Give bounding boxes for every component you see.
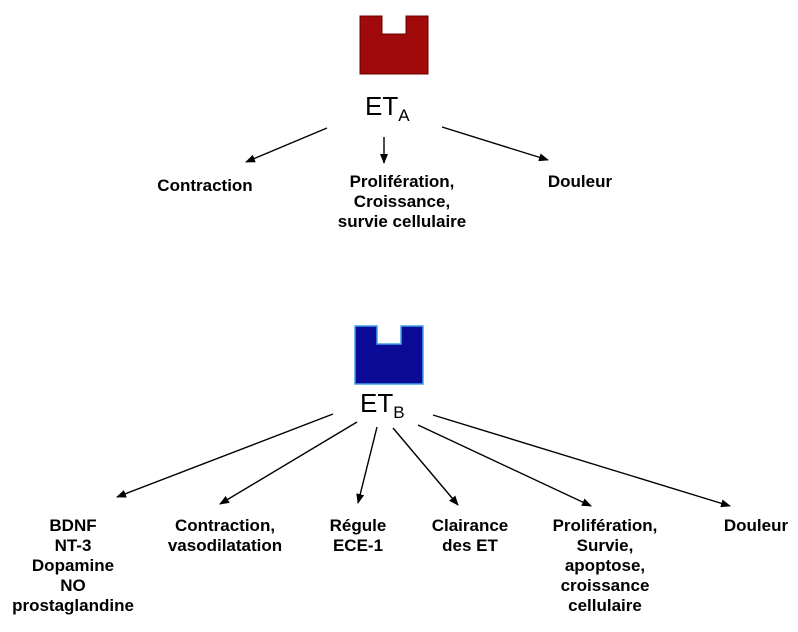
arrow-b-regule <box>356 426 378 504</box>
effect-a-proliferation-line3: survie cellulaire <box>337 212 467 231</box>
effect-b-bdnf-line2: NT-3 <box>54 536 92 555</box>
receptor-b-label: ETB <box>360 388 405 423</box>
effect-b-regule-line2: ECE-1 <box>332 536 384 555</box>
effect-b-proliferation: Prolifération, Survie, apoptose, croissa… <box>540 516 670 616</box>
effect-a-proliferation-line1: Prolifération, <box>349 172 455 191</box>
effect-b-douleur-line1: Douleur <box>723 516 789 535</box>
arrow-b-bdnf <box>116 413 334 498</box>
receptor-a-label: ETA <box>365 91 410 126</box>
effect-b-bdnf-line5: prostaglandine <box>12 596 134 615</box>
arrow-b-proliferation <box>417 424 592 507</box>
effect-b-contraction-line1: Contraction, <box>174 516 276 535</box>
effect-a-proliferation-line2: Croissance, <box>353 192 451 211</box>
effect-b-proliferation-line1: Prolifération, <box>552 516 658 535</box>
arrow-b-clairance <box>392 427 459 506</box>
receptor-b-label-sub: B <box>393 403 405 422</box>
effect-b-clairance: Clairance des ET <box>425 516 515 556</box>
effect-b-proliferation-line4: croissance <box>560 576 650 595</box>
effect-a-douleur: Douleur <box>540 172 620 192</box>
effect-b-contraction: Contraction, vasodilatation <box>155 516 295 556</box>
effect-b-proliferation-line3: apoptose, <box>564 556 646 575</box>
effect-b-douleur: Douleur <box>716 516 796 536</box>
effect-b-bdnf-line3: Dopamine <box>31 556 115 575</box>
effect-b-bdnf-line4: NO <box>60 576 86 595</box>
effect-a-contraction-line1: Contraction <box>157 176 253 195</box>
effect-b-regule: Régule ECE-1 <box>318 516 398 556</box>
arrow-a-douleur <box>441 126 549 162</box>
receptor-a-label-main: ET <box>365 91 399 121</box>
effect-b-proliferation-line5: cellulaire <box>568 596 642 615</box>
effect-a-proliferation: Prolifération, Croissance, survie cellul… <box>322 172 482 232</box>
effect-b-clairance-line1: Clairance <box>431 516 509 535</box>
effect-b-bdnf: BDNF NT-3 Dopamine NO prostaglandine <box>8 516 138 616</box>
effect-b-regule-line1: Régule <box>329 516 387 535</box>
arrow-b-contraction <box>219 421 358 505</box>
receptor-b-label-main: ET <box>360 388 394 418</box>
effect-b-bdnf-line1: BDNF <box>49 516 97 535</box>
receptor-b-icon <box>354 325 424 385</box>
receptor-a-icon <box>359 15 429 75</box>
effect-b-proliferation-line2: Survie, <box>576 536 634 555</box>
effect-a-douleur-line1: Douleur <box>547 172 613 191</box>
arrow-b-douleur <box>432 414 731 508</box>
receptor-a-label-sub: A <box>398 106 410 125</box>
effect-b-contraction-line2: vasodilatation <box>167 536 283 555</box>
effect-b-clairance-line2: des ET <box>442 536 498 555</box>
effect-a-contraction: Contraction <box>145 176 265 196</box>
arrow-a-contraction <box>245 127 328 163</box>
